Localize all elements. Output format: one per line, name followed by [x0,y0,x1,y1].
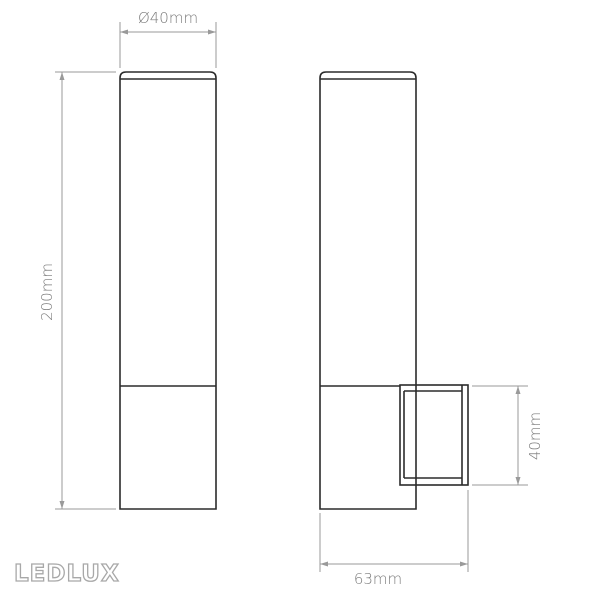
bracket-arrow-top [515,386,521,394]
height-arrow-bottom [59,501,65,509]
diameter-arrow-right [208,29,216,35]
height-label: 200mm [38,263,56,321]
bracket-height-dimension: 40mm [472,385,544,486]
depth-arrow-left [320,561,328,567]
diameter-arrow-left [120,29,128,35]
wall-bracket-outer [399,384,469,486]
logo-text: LEDLUX [14,561,120,587]
front-view [119,71,217,510]
front-view-body-outline [119,71,217,510]
side-view-body-outline [319,71,417,510]
depth-label: 63mm [354,570,402,588]
depth-dimension: 63mm [319,490,469,588]
diameter-label: Ø40mm [138,9,198,27]
side-view [319,71,469,510]
depth-arrow-right [460,561,468,567]
ledlux-logo: LEDLUX [13,560,120,587]
diameter-dimension: Ø40mm [119,9,217,68]
bracket-height-label: 40mm [526,412,544,460]
height-arrow-top [59,72,65,80]
height-dimension: 200mm [38,71,116,510]
bracket-arrow-bottom [515,477,521,485]
